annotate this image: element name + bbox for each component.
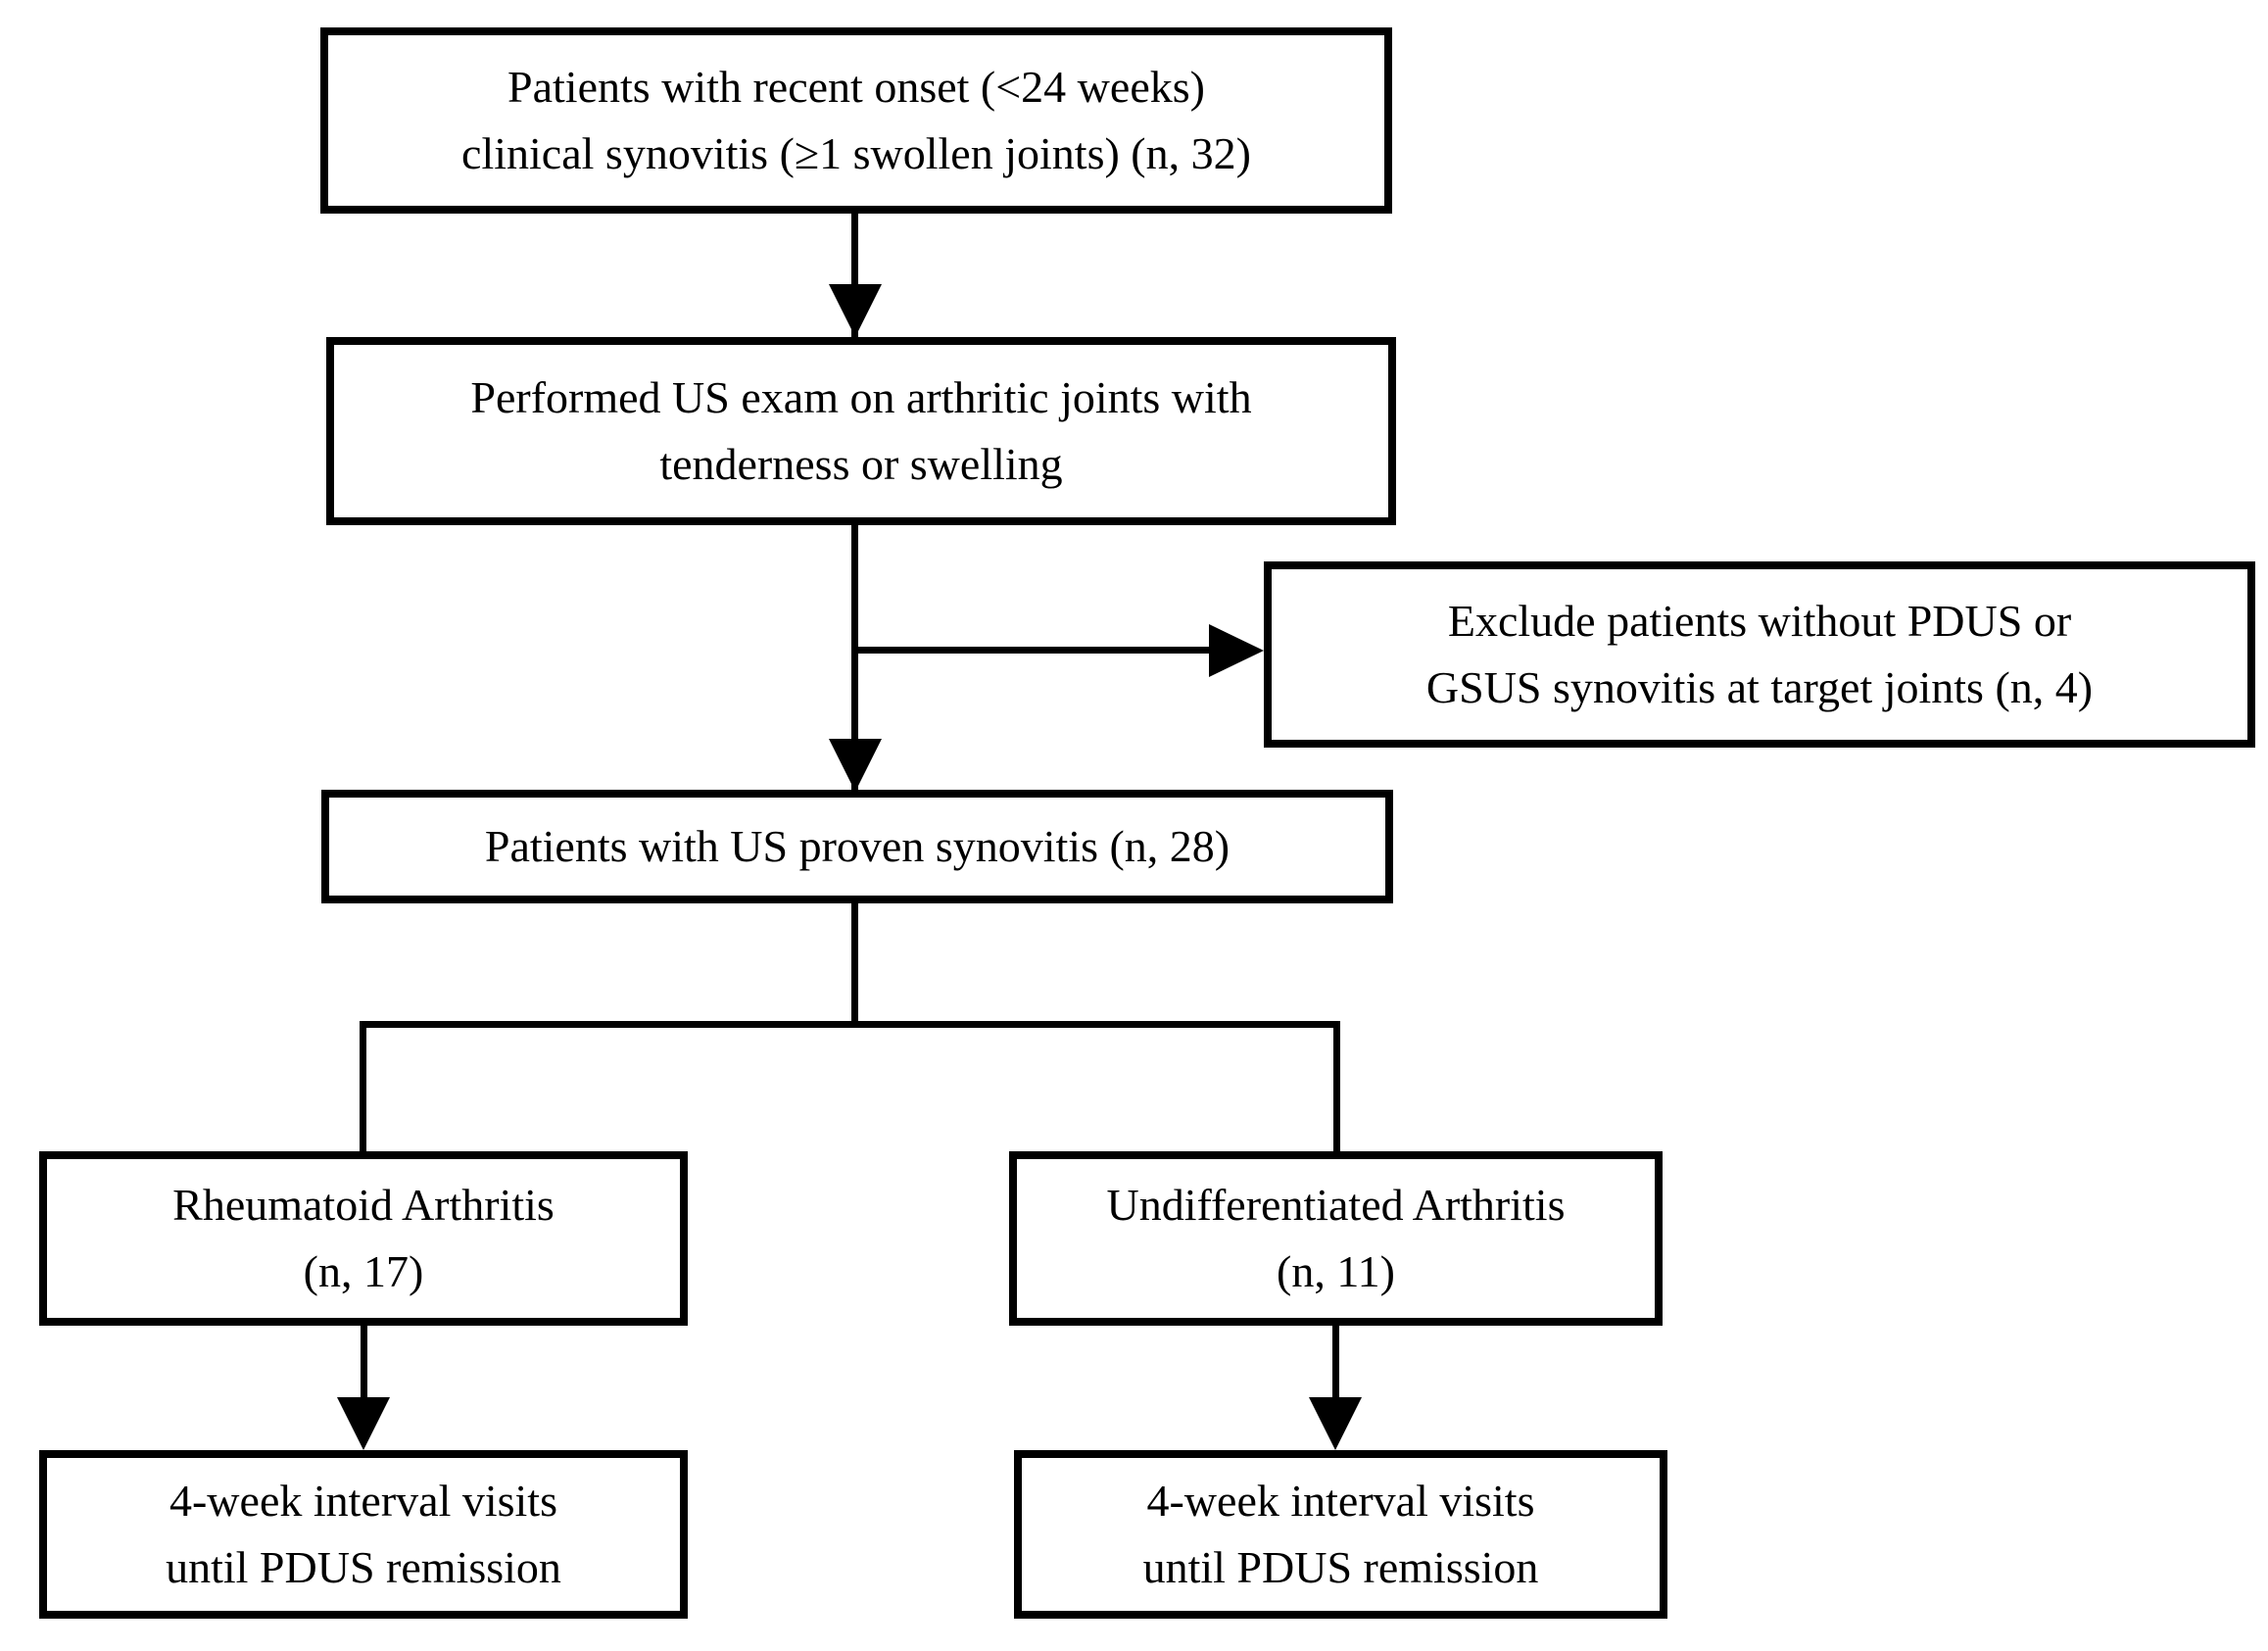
connector-split-bar (360, 1021, 1340, 1028)
node-text-line: clinical synovitis (≥1 swollen joints) (… (461, 128, 1251, 178)
node-rheumatoid-arthritis: Rheumatoid Arthritis (n, 17) (39, 1151, 688, 1326)
node-text-line: 4-week interval visits (1146, 1475, 1535, 1526)
node-ra-followup-visits: 4-week interval visits until PDUS remiss… (39, 1450, 688, 1619)
node-text-line: (n, 17) (303, 1246, 424, 1296)
connector-recent-onset-to-us-exam (851, 214, 858, 337)
connector-split-right-drop (1333, 1021, 1340, 1151)
arrowhead-right-icon (1209, 624, 1264, 677)
node-text-line: GSUS synovitis at target joints (n, 4) (1425, 662, 2094, 712)
node-text-line: until PDUS remission (1142, 1542, 1539, 1592)
connector-branch-to-exclude (854, 647, 1211, 654)
node-us-exam: Performed US exam on arthritic joints wi… (326, 337, 1396, 525)
connector-split-left-drop (360, 1021, 366, 1151)
node-text-line: 4-week interval visits (169, 1475, 557, 1526)
connector-ua-to-followup (1332, 1326, 1339, 1406)
node-recent-onset-synovitis: Patients with recent onset (<24 weeks) c… (320, 27, 1392, 214)
arrowhead-down-icon (829, 739, 882, 792)
connector-ra-to-followup (361, 1326, 367, 1406)
node-undifferentiated-arthritis: Undifferentiated Arthritis (n, 11) (1009, 1151, 1663, 1326)
node-ua-followup-visits: 4-week interval visits until PDUS remiss… (1014, 1450, 1667, 1619)
arrowhead-down-icon (829, 284, 882, 337)
node-text-line: Exclude patients without PDUS or (1447, 595, 2072, 646)
node-text-line: Undifferentiated Arthritis (1106, 1179, 1566, 1230)
arrowhead-down-icon (1309, 1397, 1362, 1450)
node-text-line: (n, 11) (1277, 1246, 1395, 1296)
connector-us-exam-to-us-proven (851, 525, 858, 792)
arrowhead-down-icon (337, 1397, 390, 1450)
node-text-line: Performed US exam on arthritic joints wi… (470, 371, 1252, 422)
node-text-line: until PDUS remission (166, 1542, 561, 1592)
node-us-proven-synovitis: Patients with US proven synovitis (n, 28… (321, 790, 1393, 903)
node-text-line: Patients with US proven synovitis (n, 28… (484, 820, 1231, 871)
connector-us-proven-stem (851, 903, 858, 1025)
node-text-line: Patients with recent onset (<24 weeks) (507, 61, 1205, 112)
node-exclude-patients: Exclude patients without PDUS or GSUS sy… (1264, 561, 2255, 748)
node-text-line: tenderness or swelling (659, 439, 1063, 489)
node-text-line: Rheumatoid Arthritis (172, 1179, 555, 1230)
